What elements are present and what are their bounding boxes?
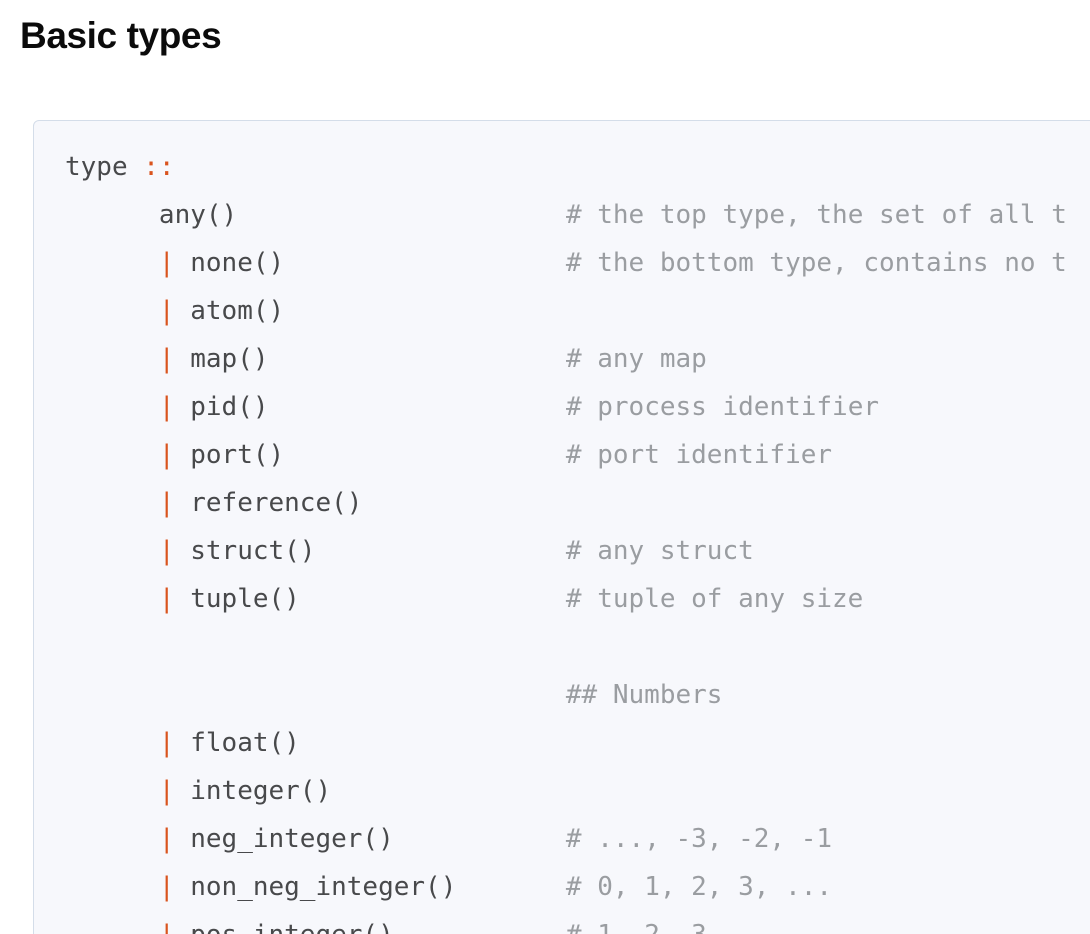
- type-name: float(): [190, 728, 300, 758]
- pipe-operator: |: [158, 296, 175, 326]
- type-name: non_neg_integer(): [190, 872, 457, 902]
- code-line: [34, 623, 1090, 671]
- pipe-operator: |: [158, 536, 175, 566]
- pipe-operator: |: [158, 488, 175, 518]
- code-line: | reference(): [34, 479, 1090, 527]
- type-name: port(): [190, 440, 285, 470]
- pipe-operator: |: [158, 728, 175, 758]
- code-line: type ::: [34, 143, 1090, 191]
- type-name: integer(): [190, 776, 332, 806]
- pipe-operator: |: [158, 584, 175, 614]
- type-name: reference(): [190, 488, 363, 518]
- code-block[interactable]: type :: any() # the top type, the set of…: [33, 120, 1090, 934]
- code-line: | float(): [34, 719, 1090, 767]
- type-name: neg_integer(): [190, 824, 394, 854]
- pipe-operator: |: [158, 824, 175, 854]
- code-comment: # port identifier: [565, 440, 833, 470]
- type-name: any(): [158, 200, 238, 230]
- code-comment: # any map: [565, 344, 707, 374]
- code-line: | map() # any map: [34, 335, 1090, 383]
- type-name: map(): [190, 344, 269, 374]
- pipe-operator: |: [159, 920, 175, 934]
- code-comment: ## Numbers: [565, 680, 723, 710]
- code-comment: # 0, 1, 2, 3, ...: [565, 872, 833, 902]
- code-content: type :: any() # the top type, the set of…: [34, 143, 1090, 934]
- code-line: | pos_integer() # 1, 2, 3: [34, 911, 1090, 934]
- code-block-scroll-area[interactable]: type :: any() # the top type, the set of…: [34, 121, 1090, 934]
- code-line: | struct() # any struct: [34, 527, 1090, 575]
- code-comment: # 1, 2, 3: [566, 920, 707, 934]
- type-name: atom(): [190, 296, 285, 326]
- code-line: | port() # port identifier: [34, 431, 1090, 479]
- type-name: tuple(): [190, 584, 300, 614]
- code-line: | integer(): [34, 767, 1090, 815]
- code-comment: # the top type, the set of all t: [565, 200, 1067, 230]
- pipe-operator: |: [158, 776, 175, 806]
- code-line: | tuple() # tuple of any size: [34, 575, 1090, 623]
- code-line: | none() # the bottom type, contains no …: [34, 239, 1090, 287]
- code-line: ## Numbers: [34, 671, 1090, 719]
- type-name: none(): [190, 248, 285, 278]
- type-operator: ::: [143, 152, 175, 182]
- code-line: any() # the top type, the set of all t: [34, 191, 1090, 239]
- pipe-operator: |: [158, 248, 175, 278]
- code-comment: # process identifier: [565, 392, 880, 422]
- pipe-operator: |: [158, 344, 175, 374]
- pipe-operator: |: [158, 440, 175, 470]
- code-comment: # tuple of any size: [565, 584, 864, 614]
- code-comment: # any struct: [565, 536, 754, 566]
- code-line: | pid() # process identifier: [34, 383, 1090, 431]
- pipe-operator: |: [158, 872, 175, 902]
- type-name: type: [65, 152, 144, 182]
- type-name: struct(): [190, 536, 316, 566]
- code-line: | atom(): [34, 287, 1090, 335]
- code-line: | non_neg_integer() # 0, 1, 2, 3, ...: [34, 863, 1090, 911]
- code-line: | neg_integer() # ..., -3, -2, -1: [34, 815, 1090, 863]
- code-comment: # ..., -3, -2, -1: [565, 824, 833, 854]
- type-name: pid(): [190, 392, 269, 422]
- type-name: pos_integer(): [190, 920, 394, 934]
- page-title: Basic types: [20, 15, 222, 56]
- code-comment: # the bottom type, contains no t: [565, 248, 1067, 278]
- pipe-operator: |: [158, 392, 175, 422]
